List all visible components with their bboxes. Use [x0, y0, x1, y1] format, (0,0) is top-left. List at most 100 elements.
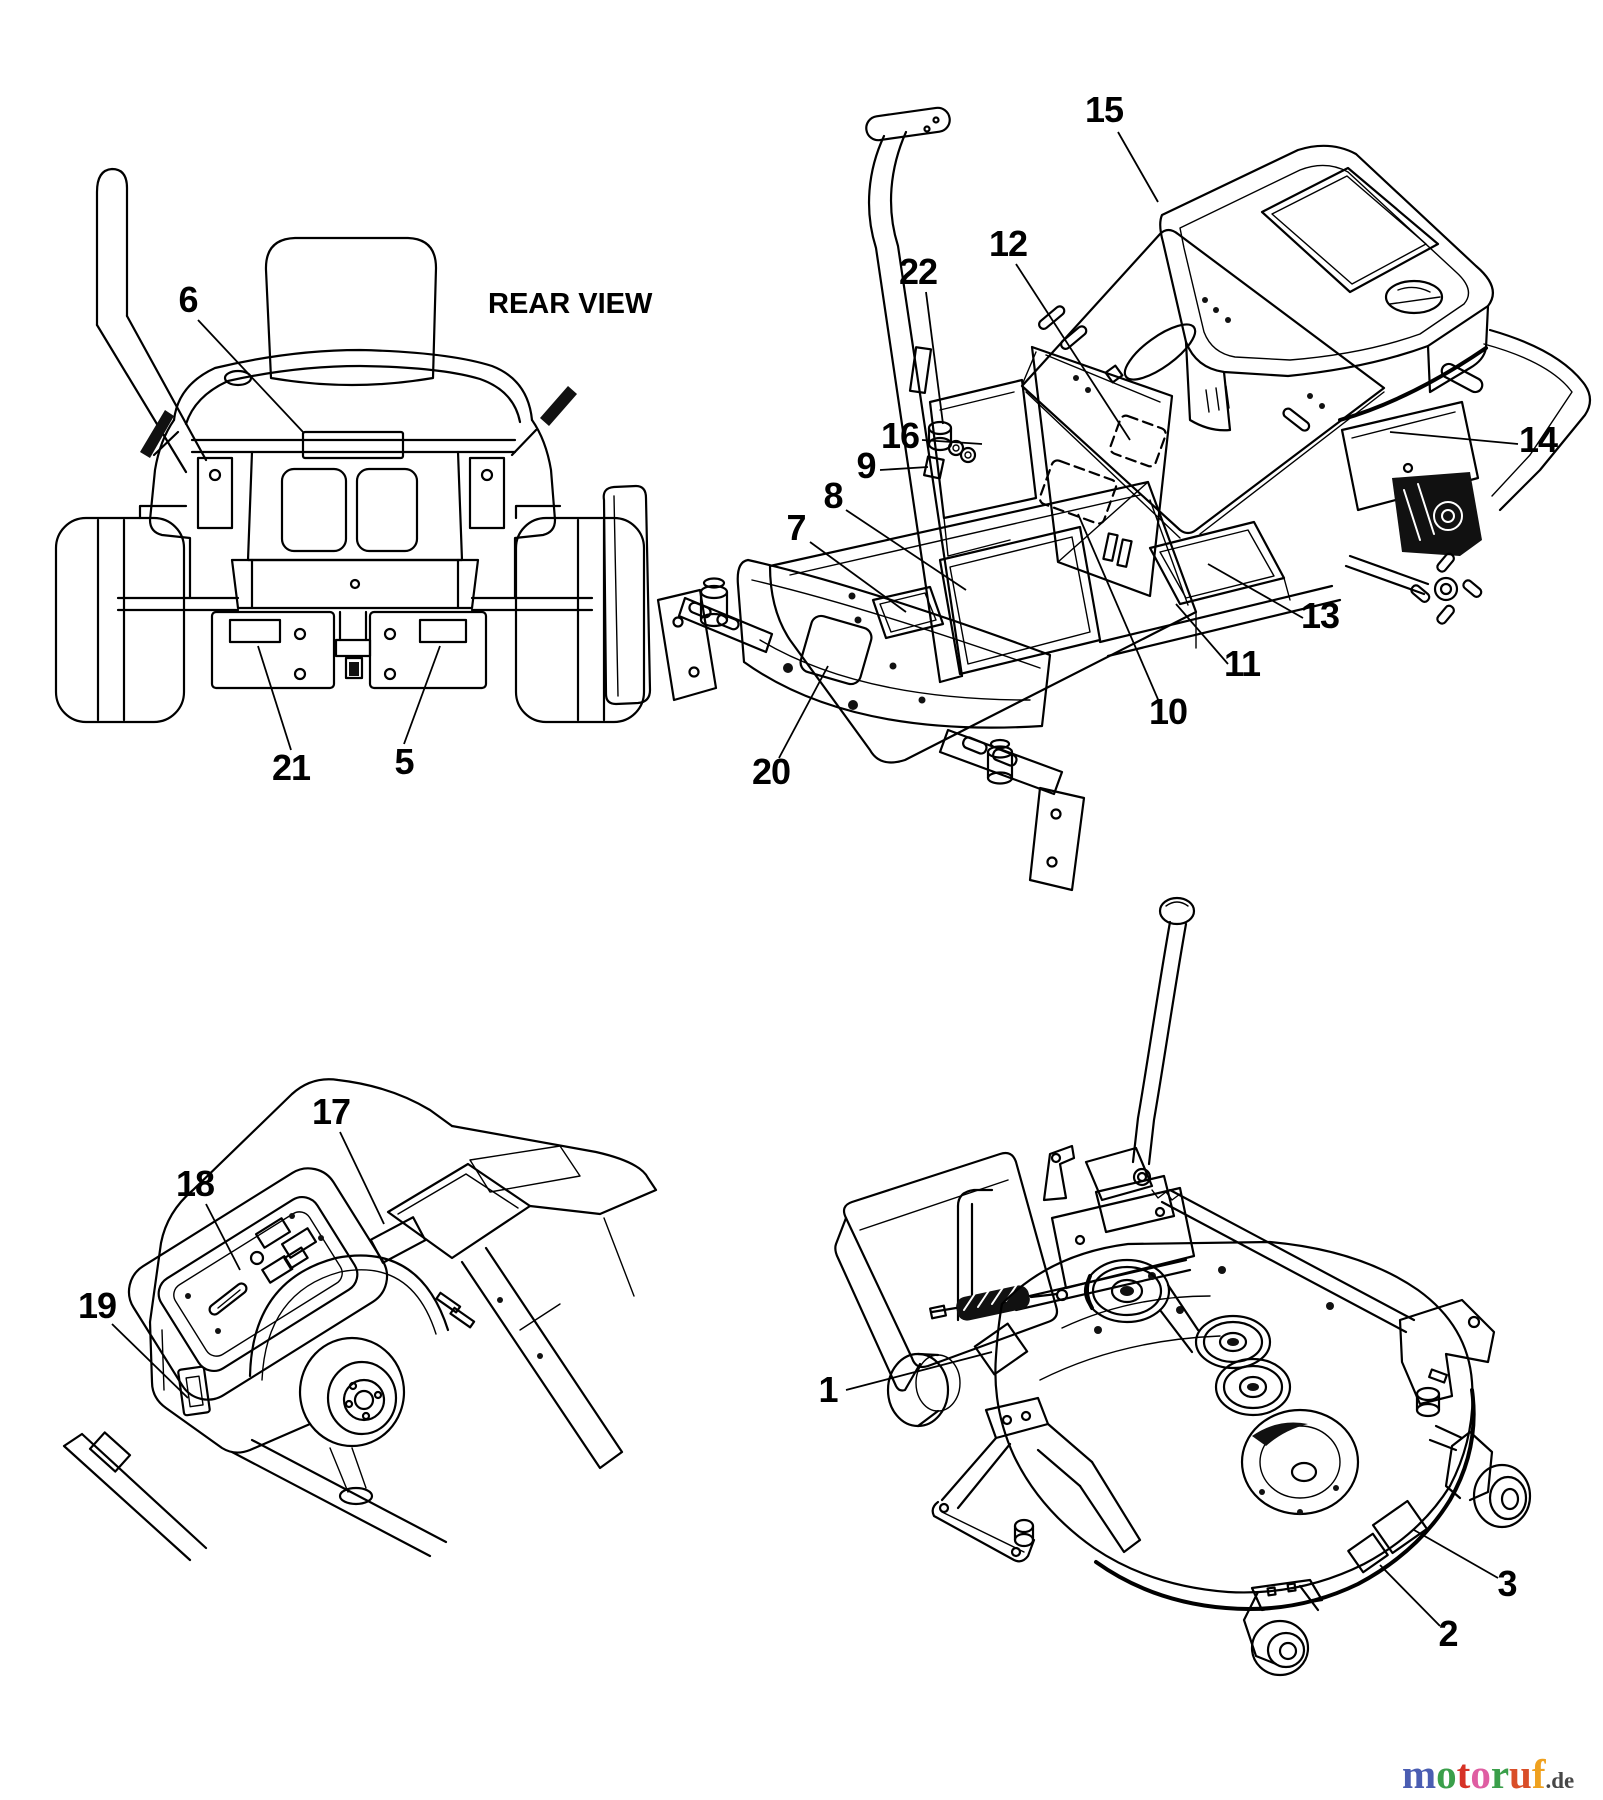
- fender-cowl: [127, 1078, 658, 1454]
- seat-plate: [1020, 228, 1386, 539]
- leader-11: [1175, 603, 1229, 665]
- dash-tower: [1030, 345, 1174, 598]
- callout-10: 10: [1149, 691, 1187, 732]
- engine-deck: [1159, 144, 1592, 512]
- logo-letter-m: m: [1402, 1751, 1436, 1797]
- leader-3: [1413, 1529, 1499, 1579]
- view-title-rear: REAR VIEW: [488, 288, 653, 320]
- callout-7: 7: [786, 507, 805, 548]
- armrest: [369, 1162, 624, 1470]
- callout-16: 16: [881, 415, 919, 456]
- deck-top-bracket: [956, 1186, 1196, 1322]
- leader-15: [1117, 131, 1159, 203]
- front-wheel: [248, 1254, 450, 1448]
- right-lever: [540, 386, 577, 426]
- watermark-logo: motoruf.de: [1402, 1751, 1574, 1797]
- leader-1: [845, 1351, 993, 1391]
- floor-pan: [768, 480, 1198, 764]
- right-vent: [355, 467, 419, 553]
- leader-5: [403, 645, 441, 745]
- idler-pulley-upper: [1194, 1314, 1272, 1370]
- rear-view: [54, 167, 646, 724]
- decal-3-target: [1371, 1499, 1429, 1555]
- logo-letter-f: f: [1532, 1751, 1547, 1797]
- leader-21: [257, 645, 292, 751]
- logo-motoruf: motoruf.de: [1402, 1751, 1574, 1797]
- callout-13: 13: [1301, 595, 1339, 636]
- callout-8: 8: [823, 475, 842, 516]
- leader-7: [809, 541, 907, 613]
- callout-14: 14: [1519, 419, 1558, 460]
- bottom-caster-wheel: [1242, 1578, 1324, 1677]
- side-panel: [602, 484, 652, 706]
- logo-suffix: .de: [1545, 1768, 1574, 1793]
- leader-16: [921, 439, 983, 445]
- cup-holder: [1384, 279, 1444, 315]
- left-tire: [54, 504, 188, 724]
- dashed-decal-12-target: [1109, 414, 1167, 468]
- callout-18: 18: [176, 1163, 214, 1204]
- shift-lever: [1042, 896, 1416, 1334]
- rear-decal-6-target: [301, 430, 405, 460]
- dashed-decal-10-target: [1038, 459, 1118, 525]
- leader-2: [1379, 1564, 1441, 1627]
- decal-21-target: [228, 618, 282, 644]
- hitch: [334, 610, 372, 680]
- leader-6: [197, 319, 304, 433]
- logo-letter-o1: o: [1436, 1751, 1457, 1797]
- deck-shell: [994, 1240, 1476, 1611]
- callout-12: 12: [989, 223, 1027, 264]
- callout-9: 9: [856, 445, 875, 486]
- transaxle-hub: [1344, 472, 1483, 625]
- idler-pulley-lower: [1214, 1357, 1292, 1417]
- leader-17: [339, 1131, 385, 1225]
- callout-3: 3: [1497, 1563, 1516, 1604]
- right-caster-wheel: [1428, 1424, 1532, 1529]
- axle-rails: [116, 596, 594, 612]
- dash-side-assembly: [908, 346, 1149, 563]
- callout-15: 15: [1085, 89, 1124, 130]
- bumper-decal-20-target: [799, 614, 873, 686]
- front-bumper: [656, 558, 1086, 892]
- decal-5-target: [418, 618, 468, 644]
- callouts: 6 21 5 REAR VIEW 15 12 22 16 9 8 7 14 13…: [78, 89, 1559, 1654]
- battery-tray-13-target: [1098, 520, 1342, 658]
- spindle-dome: [1240, 1408, 1360, 1516]
- leader-9: [879, 466, 929, 471]
- floor-mat-8-target: [938, 525, 1102, 676]
- callout-5: 5: [394, 741, 414, 782]
- steering-handle: [865, 106, 964, 684]
- callout-21: 21: [272, 747, 311, 788]
- callout-11: 11: [1224, 643, 1261, 684]
- leader-14: [1389, 431, 1519, 445]
- chute-deflector: [834, 1151, 1059, 1392]
- leader-12: [1015, 263, 1131, 441]
- leader-13: [1207, 563, 1304, 619]
- callout-1: 1: [818, 1369, 838, 1410]
- rollbar: [95, 167, 208, 474]
- seat-back: [264, 236, 438, 387]
- logo-letter-u: u: [1509, 1751, 1532, 1797]
- leader-19: [111, 1323, 189, 1399]
- latch-19-target: [177, 1365, 211, 1417]
- right-tire: [514, 504, 646, 724]
- left-roller: [886, 1352, 961, 1428]
- decal-2-target: [1347, 1532, 1389, 1574]
- switch-9-target: [922, 455, 945, 480]
- console-view: [62, 1078, 658, 1562]
- callout-19: 19: [78, 1285, 116, 1326]
- logo-letter-t: t: [1457, 1751, 1471, 1797]
- leader-10: [1077, 513, 1161, 705]
- leader-22: [925, 291, 944, 425]
- rear-body: [148, 348, 557, 600]
- front-hanger: [931, 1396, 1142, 1563]
- leader-lines: [111, 131, 1519, 1627]
- leader-18: [205, 1203, 241, 1271]
- logo-letter-r: r: [1491, 1751, 1509, 1797]
- frame-rails: [62, 1431, 448, 1562]
- callout-17: 17: [312, 1091, 350, 1132]
- belt-lines: [1158, 1283, 1200, 1354]
- callout-22: 22: [899, 251, 937, 292]
- decal-17-target: [369, 1216, 427, 1264]
